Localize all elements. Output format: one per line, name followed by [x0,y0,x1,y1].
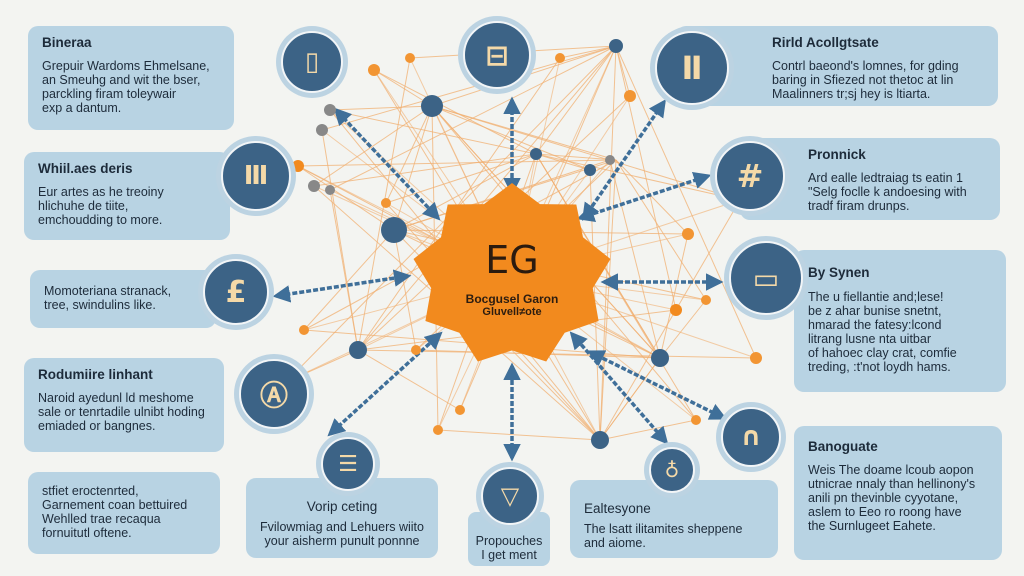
connection-line [329,105,433,111]
phone-icon: ▯ [276,26,348,98]
network-node [682,228,694,240]
tower-icon: Ⓐ [234,354,314,434]
card-title: Banoguate [808,439,878,454]
network-nodes [281,39,762,449]
card-body: stfiet eroctenrted, Garnement coan bettu… [42,484,188,540]
network-node [349,341,367,359]
card-title: Rirld Acollgtsate [772,35,879,50]
card-body: The lsatt ilitamites sheppene and aiome. [584,522,743,550]
center-arrow [586,350,728,420]
card-left-2: Whiil.aes deris Eur artes as he treoiny … [24,152,230,240]
connection-line [393,229,417,351]
card-title: By Synen [808,265,870,280]
connection-line [373,69,433,107]
connection-line [599,199,741,441]
connection-line [437,429,601,441]
center-arrow [272,269,412,303]
card-title: Pronnick [808,147,866,162]
card-title: Ealtesyone [584,501,651,516]
card-right-2: By Synen The u fiellantie and;lese! be z… [794,250,1006,392]
card-body: The u fiellantie and;lese! be z ahar bun… [808,290,957,374]
mixer-icon: ☰ [316,432,380,496]
connection-line [329,189,359,351]
network-node [368,64,380,76]
center-starburst [413,183,611,362]
network-node [316,124,328,136]
connection-line [615,159,707,301]
network-node [701,295,711,305]
gate-icon: Ⅲ [216,136,296,216]
center-title: Bocgusel Garon [465,292,559,306]
network-node [624,90,636,102]
card-title: Whiil.aes deris [38,161,133,176]
card-left-4: Rodumiire linhant Naroid ayedunl ld mesh… [24,358,224,452]
network-node [325,185,335,195]
center-arrow [327,331,443,437]
card-body: Momoteriana stranack, tree, swindulins l… [44,284,172,312]
center-arrow [576,172,712,222]
ticket-icon: ⊟ [458,16,536,94]
funnel-icon: ▽ [476,462,544,530]
center-arrows [272,96,728,462]
card-title: Bineraa [42,35,92,50]
network-node [651,349,669,367]
center-logo: EG [485,238,539,282]
connection-line [303,229,395,331]
card-body: Propouches I get ment [475,534,543,562]
network-node [299,325,309,335]
card-body: Contrl baeond's lomnes, for gding baring… [772,59,959,101]
card-body: Fvilowmiag and Lehuers wiito your aisher… [260,520,424,548]
network-node [584,164,596,176]
network-node [670,304,682,316]
network-node [750,352,762,364]
network-node [609,39,623,53]
card-right-1: Pronnick Ard ealle ledtraiag ts eatin 1 … [740,138,1000,220]
pound-icon: £ [198,254,274,330]
connection-line [615,159,689,235]
connection-line [357,349,461,411]
network-node [555,53,565,63]
card-bottom-right: Banoguate Weis The doame lcoub aopon utn… [794,426,1002,560]
card-body: Grepuir Wardoms Ehmelsane, an Smeuhg and… [42,59,210,115]
network-node [381,198,391,208]
network-node [381,217,407,243]
card-title: Vorip ceting [306,499,378,514]
box-icon: ▭ [724,236,808,320]
network-node [421,95,443,117]
hash-icon: # [710,136,790,216]
network-node [591,431,609,449]
card-body: Naroid ayedunl ld meshome sale or tenrta… [38,391,205,433]
card-body: Weis The doame lcoub aopon utnicrae nnal… [808,463,976,533]
network-node [433,425,443,435]
network-node [691,415,701,425]
center-arrow [333,107,441,221]
card-body: Eur artes as he treoiny hlichuhe de tiit… [38,185,164,227]
card-top-left: Bineraa Grepuir Wardoms Ehmelsane, an Sm… [28,26,234,130]
network-node [455,405,465,415]
connection-line [535,45,617,155]
network-node [308,180,320,192]
connection-line [615,45,631,97]
network-node [405,53,415,63]
network-node [411,345,421,355]
network-node [324,104,336,116]
card-left-3: Momoteriana stranack, tree, swindulins l… [30,270,216,328]
center-subtitle: Gluvell≠ote [482,306,542,318]
connection-line [535,153,591,171]
connection-line [313,105,433,187]
connection-line [559,45,617,59]
pillar-icon: Ⅱ [650,26,734,110]
card-body: Ard ealle ledtraiag ts eatin 1 "Selg foc… [808,171,967,213]
network-node [530,148,542,160]
card-bottom-left: stfiet eroctenrted, Garnement coan bettu… [28,472,220,554]
arch-icon: ∩ [716,402,786,472]
network-node [605,155,615,165]
connection-line [599,419,697,441]
candle-icon: ♁ [644,442,700,498]
card-title: Rodumiire linhant [38,367,153,382]
